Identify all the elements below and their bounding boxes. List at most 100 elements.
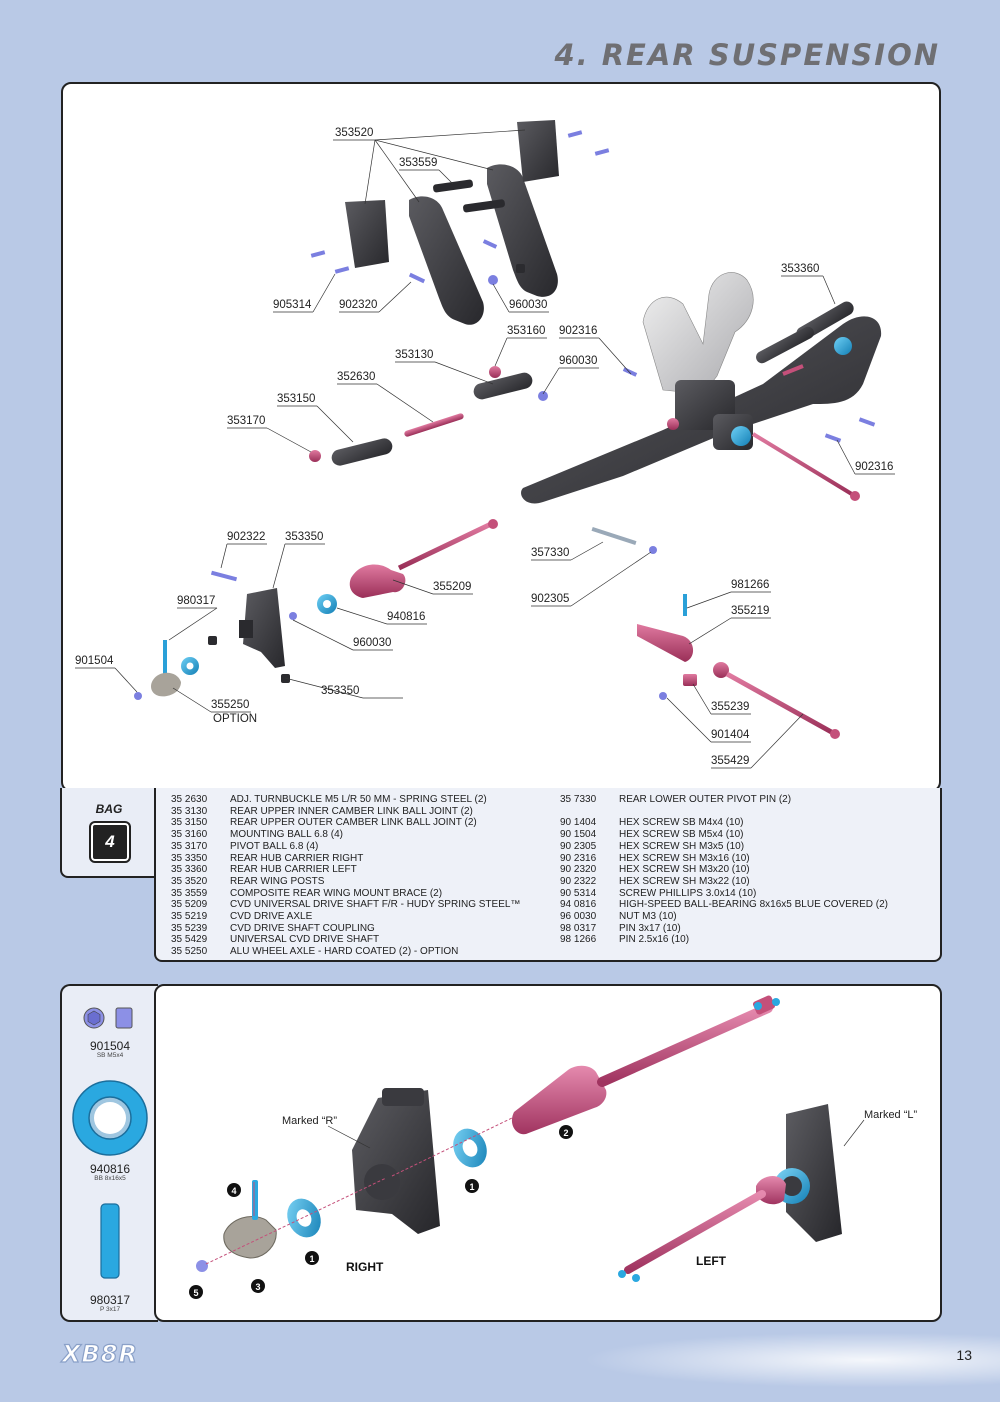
parts-list-row: 35 5219 CVD DRIVE AXLE xyxy=(171,911,520,923)
part-code: 35 3170 xyxy=(171,840,208,852)
part-description: REAR LOWER OUTER PIVOT PIN (2) xyxy=(619,794,792,805)
part-code: 98 0317 xyxy=(560,922,597,934)
part-description: HEX SCREW SB M4x4 (10) xyxy=(619,817,744,829)
part-description: NUT M3 (10) xyxy=(619,911,677,923)
part-description: REAR WING POSTS xyxy=(230,875,325,887)
leader-lines xyxy=(75,129,895,769)
lower-pivot-pin xyxy=(591,526,637,546)
parts-list-row: 35 3520 REAR WING POSTS xyxy=(171,876,520,888)
callout: 901504 xyxy=(75,655,114,667)
parts-list-row: 35 3170 PIVOT BALL 6.8 (4) xyxy=(171,841,520,853)
step-markers: 1 2 1 4 5 3 xyxy=(189,1125,573,1299)
exploded-diagram-panel: 353520 353559 905314 902320 960030 35336… xyxy=(61,82,941,792)
part-description: PIVOT BALL 6.8 (4) xyxy=(230,840,319,852)
part-description: HEX SCREW SH M3x16 (10) xyxy=(619,852,750,864)
side-part-code: 901504 xyxy=(89,1039,131,1053)
marked-r-label: Marked “R” xyxy=(282,1115,337,1127)
part-description: MOUNTING BALL 6.8 (4) xyxy=(230,829,343,841)
callout: 960030 xyxy=(559,355,597,367)
part-code: 35 3559 xyxy=(171,887,208,899)
parts-key-icons xyxy=(72,1007,148,1279)
page-title: 4. REAR SUSPENSION xyxy=(554,38,940,72)
part-code: 35 5209 xyxy=(171,899,208,911)
part-code: 90 1504 xyxy=(560,829,597,841)
part-code: 35 5219 xyxy=(171,911,208,923)
step-number: 1 xyxy=(469,1182,474,1192)
side-part-code: 980317 xyxy=(89,1293,131,1307)
callout: 902305 xyxy=(531,593,569,605)
part-description: SCREW PHILLIPS 3.0x14 (10) xyxy=(619,887,757,899)
callout: 355209 xyxy=(433,581,471,593)
step-number: 3 xyxy=(255,1282,260,1292)
side-part-sub: SB M5x4 xyxy=(96,1052,124,1059)
part-code: 35 2630 xyxy=(171,794,208,805)
part-code: 35 3520 xyxy=(171,875,208,887)
part-code: 90 2305 xyxy=(560,840,597,852)
callout: 980317 xyxy=(177,595,215,607)
part-description: HEX SCREW SB M5x4 (10) xyxy=(619,829,744,841)
part-description: HEX SCREW SH M3x20 (10) xyxy=(619,864,750,876)
part-description: ADJ. TURNBUCKLE M5 L/R 50 MM - SPRING ST… xyxy=(230,794,487,805)
cvd-drive-axle xyxy=(637,594,840,739)
drive-shaft xyxy=(349,519,498,598)
part-description: CVD UNIVERSAL DRIVE SHAFT F/R - HUDY SPR… xyxy=(230,899,521,911)
screws xyxy=(134,130,876,700)
step-number: 1 xyxy=(309,1254,314,1264)
xb8r-logo: XB8R xyxy=(61,1339,138,1368)
callout: 981266 xyxy=(731,579,769,591)
parts-list-row: 90 1504 HEX SCREW SB M5x4 (10) xyxy=(560,829,888,841)
callout: 353360 xyxy=(781,263,819,275)
part-description: CVD DRIVE AXLE xyxy=(230,911,313,923)
part-code: 35 5239 xyxy=(171,922,208,934)
part-description: REAR UPPER OUTER CAMBER LINK BALL JOINT … xyxy=(230,817,477,829)
part-description: PIN 2.5x16 (10) xyxy=(619,934,690,946)
parts-list-row xyxy=(560,806,888,818)
parts-list-row: 90 2316 HEX SCREW SH M3x16 (10) xyxy=(560,853,888,865)
part-description: PIN 3x17 (10) xyxy=(619,922,681,934)
callout: 960030 xyxy=(509,299,547,311)
parts-key-panel: 901504 SB M5x4 940816 BB 8x16x5 980317 P… xyxy=(60,984,158,1322)
parts-list-row: 96 0030 NUT M3 (10) xyxy=(560,911,888,923)
callout: 353559 xyxy=(399,157,437,169)
parts-list-row: 90 2305 HEX SCREW SH M3x5 (10) xyxy=(560,841,888,853)
marked-l-label: Marked “L” xyxy=(864,1109,918,1121)
callout: 353350 xyxy=(321,685,359,697)
part-code: 90 1404 xyxy=(560,817,597,829)
callout: 960030 xyxy=(353,637,391,649)
part-code: 94 0816 xyxy=(560,899,597,911)
decorative-glow xyxy=(560,1330,1000,1390)
part-description: HEX SCREW SH M3x5 (10) xyxy=(619,840,745,852)
exploded-diagram: 353520 353559 905314 902320 960030 35336… xyxy=(75,120,895,769)
bag-number: 4 xyxy=(91,823,129,861)
callout: 352630 xyxy=(337,371,375,383)
part-code: 90 2316 xyxy=(560,852,597,864)
callout: OPTION xyxy=(213,713,257,725)
side-part-sub: BB 8x16x5 xyxy=(94,1175,126,1182)
callout: 902316 xyxy=(559,325,597,337)
step-number: 4 xyxy=(231,1186,236,1196)
step-number: 5 xyxy=(193,1288,198,1298)
parts-list-row: 90 1404 HEX SCREW SB M4x4 (10) xyxy=(560,817,888,829)
part-code: 35 5250 xyxy=(171,946,208,958)
assembly-detail-diagram: 1 2 1 4 5 3 Marked “R” Marked “L” RIGHT … xyxy=(189,995,918,1299)
callout: 905314 xyxy=(273,299,312,311)
parts-list-row: 35 5209 CVD UNIVERSAL DRIVE SHAFT F/R - H… xyxy=(171,899,520,911)
page-number: 13 xyxy=(956,1347,972,1363)
callout: 353520 xyxy=(335,127,373,139)
part-code: 35 7330 xyxy=(560,794,597,805)
part-code: 96 0030 xyxy=(560,911,597,923)
callout: 353170 xyxy=(227,415,265,427)
part-code: 35 3350 xyxy=(171,852,208,864)
rear-wing-posts xyxy=(345,120,559,325)
left-label: LEFT xyxy=(696,1254,727,1268)
parts-list-left: 35 2630 ADJ. TURNBUCKLE M5 L/R 50 MM - SP… xyxy=(171,794,520,958)
